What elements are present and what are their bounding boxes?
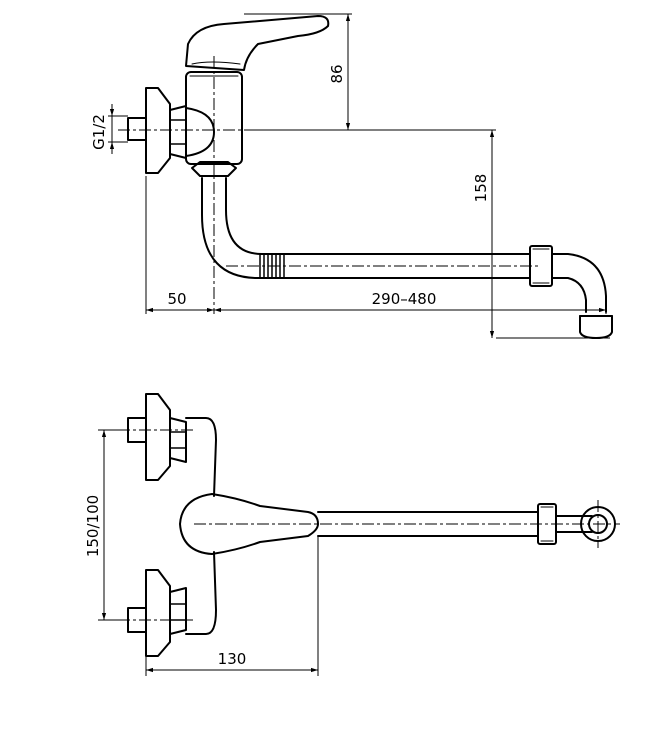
top-view: [127, 393, 616, 657]
label-86: 86: [328, 64, 346, 83]
label-50: 50: [167, 290, 186, 308]
wall-flange-top: [145, 393, 171, 481]
label-158: 158: [472, 174, 490, 203]
aerator-side: [579, 315, 613, 339]
swivel-nut-side: [191, 161, 237, 177]
lever-handle-top: [179, 493, 319, 555]
label-150-100: 150/100: [84, 495, 102, 557]
spout-connector-side: [529, 245, 553, 287]
wall-flange-bottom: [145, 569, 171, 657]
label-290-480: 290–480: [372, 290, 437, 308]
label-130: 130: [218, 650, 247, 668]
eccentric-side: [185, 107, 215, 157]
top-centerlines: [118, 429, 620, 621]
spout-elbow-side: [551, 253, 607, 313]
lever-handle-side: [185, 15, 330, 71]
side-dimensions: [108, 13, 610, 339]
nut-side: [169, 105, 187, 159]
label-thread: G1/2: [90, 114, 108, 150]
side-view: [127, 15, 613, 339]
side-centerlines: [118, 56, 540, 314]
top-dimensions: [98, 429, 319, 676]
wall-flange-side: [145, 87, 171, 174]
mixer-bridge-top: [185, 417, 217, 635]
inlet-stub-side: [127, 117, 147, 141]
spout-pipe-side: [201, 177, 531, 280]
